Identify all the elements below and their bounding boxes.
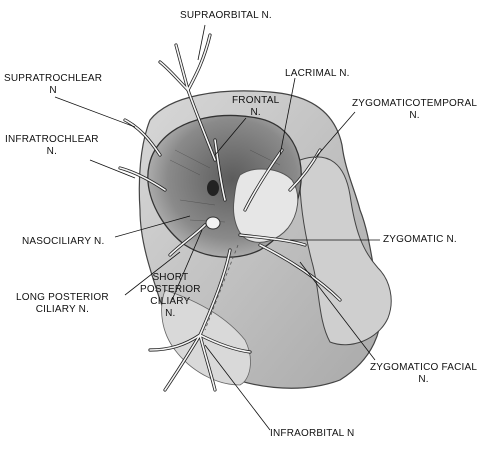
zygomatic-text: ZYGOMATIC N. bbox=[383, 234, 457, 245]
zygomaticotemporal-text-2: N. bbox=[409, 110, 420, 121]
label-supraorbital: SUPRAORBITAL N. bbox=[180, 10, 272, 22]
label-zygomatic: ZYGOMATIC N. bbox=[383, 234, 457, 246]
long-posterior-text-1: LONG POSTERIOR bbox=[16, 292, 109, 303]
nerve-branches-fill bbox=[119, 34, 341, 391]
supratrochlear-text-1: SUPRATROCHLEAR bbox=[4, 73, 103, 84]
long-posterior-text-2: CILIARY N. bbox=[35, 304, 90, 315]
ciliary-ganglion bbox=[205, 216, 221, 230]
label-short-posterior-ciliary: SHORT POSTERIOR CILIARY N. bbox=[140, 272, 201, 320]
label-infraorbital: INFRAORBITAL N bbox=[270, 428, 354, 440]
label-supratrochlear: SUPRATROCHLEAR N bbox=[4, 73, 102, 97]
zygoma-bone bbox=[299, 156, 392, 346]
infratrochlear-text-2: N. bbox=[46, 146, 58, 157]
lacrimal-text: LACRIMAL N. bbox=[285, 68, 350, 79]
infraorbital-text: INFRAORBITAL N bbox=[270, 428, 355, 439]
infratrochlear-text-1: INFRATROCHLEAR bbox=[5, 134, 99, 145]
zygomaticotemporal-text: ZYGOMATICOTEMPORAL bbox=[352, 98, 478, 109]
zygomatico-facial-text-2: N. bbox=[418, 374, 429, 385]
supratrochlear-text-2: N bbox=[49, 85, 57, 96]
zygomatico-facial-text-1: ZYGOMATICO FACIAL bbox=[370, 362, 478, 373]
label-frontal: FRONTAL N. bbox=[232, 95, 279, 119]
nasociliary-text: NASOCILIARY N. bbox=[22, 236, 105, 247]
supraorbital-text: SUPRAORBITAL N. bbox=[180, 10, 272, 21]
lateral-wall bbox=[233, 168, 299, 243]
leader-lines bbox=[54, 24, 380, 431]
label-zygomatico-facial: ZYGOMATICO FACIAL N. bbox=[370, 362, 477, 386]
short-posterior-text-4: N. bbox=[165, 308, 176, 319]
frontal-text-2: N. bbox=[250, 107, 261, 118]
label-zygomaticotemporal: ZYGOMATICOTEMPORAL N. bbox=[352, 98, 477, 122]
label-nasociliary: NASOCILIARY N. bbox=[22, 236, 104, 248]
frontal-text-1: FRONTAL bbox=[232, 95, 280, 106]
short-posterior-text-2: POSTERIOR bbox=[140, 284, 201, 295]
label-infratrochlear: INFRATROCHLEAR N. bbox=[5, 134, 99, 158]
label-long-posterior-ciliary: LONG POSTERIOR CILIARY N. bbox=[16, 292, 109, 316]
short-posterior-text-3: CILIARY bbox=[150, 296, 191, 307]
label-lacrimal: LACRIMAL N. bbox=[285, 68, 350, 80]
short-posterior-text-1: SHORT bbox=[152, 272, 189, 283]
optic-canal bbox=[207, 180, 219, 196]
